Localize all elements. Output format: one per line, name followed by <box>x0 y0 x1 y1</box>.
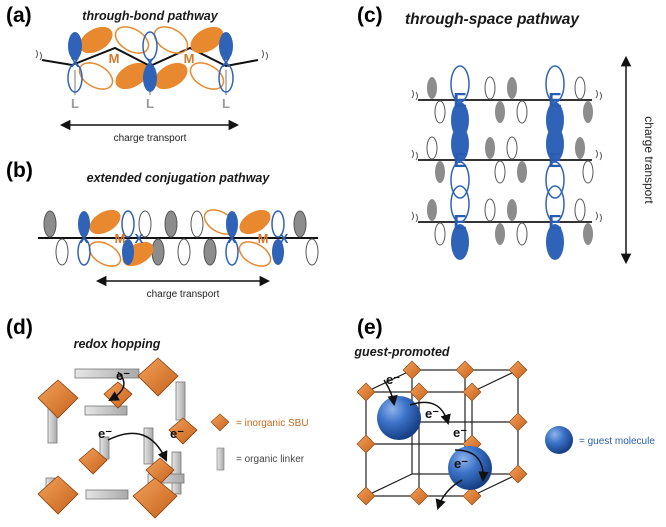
panel-c-atom-e2: E <box>548 90 561 112</box>
panel-e-legend-guest-swatch <box>545 426 573 454</box>
panel-e-electron-3: e⁻ <box>453 425 467 440</box>
panel-a-atom-x2: X <box>146 55 155 70</box>
panel-e-hop-arrow-3 <box>454 449 489 483</box>
panel-b-bridge-orbitals <box>77 210 285 266</box>
panel-c-atom-e1: E <box>453 90 466 112</box>
panel-a-atom-m1: M <box>109 51 120 66</box>
panel-c-stack: E E E E <box>411 65 602 260</box>
panel-b-atom-x4: X <box>280 231 289 246</box>
panel-c-atom-e3: E <box>453 150 466 172</box>
panel-b-transport-label: charge transport <box>147 289 220 300</box>
panel-a-atom-l1: L <box>71 96 79 111</box>
panel-e-hop-arrow-1 <box>383 379 398 407</box>
panel-a: (a) through-bond pathway <box>6 4 268 144</box>
panel-b: (b) extended conjugation pathway <box>6 159 319 300</box>
panel-b-atom-x1: X <box>80 231 89 246</box>
panel-c-title: through-space pathway <box>405 11 580 28</box>
panel-e-letter: (e) <box>357 316 383 339</box>
panel-c-layer-2: E E <box>418 126 594 199</box>
panel-d-legend: = inorganic SBU = organic linker <box>210 413 309 471</box>
panel-d-electron-1: e⁻ <box>116 368 130 383</box>
panel-e-title: guest-promoted <box>353 345 450 359</box>
panel-c: (c) through-space pathway E E <box>357 4 656 265</box>
panel-a-atom-x1: X <box>71 55 80 70</box>
panel-d-hop-arrow-1 <box>108 371 125 402</box>
panel-a-atom-l3: L <box>222 96 230 111</box>
panel-b-letter: (b) <box>6 159 33 182</box>
panel-e-guest-1 <box>377 396 421 440</box>
panel-e-sbus <box>356 360 528 506</box>
panel-d-title: redox hopping <box>74 337 161 351</box>
panel-e-electron-2: e⁻ <box>425 406 439 421</box>
panel-b-atom-x3: X <box>228 231 237 246</box>
panel-e-electron-4: e⁻ <box>454 456 468 471</box>
panel-b-atom-x2: X <box>135 231 144 246</box>
panel-d-letter: (d) <box>6 316 33 339</box>
panel-e: (e) guest-promoted <box>353 316 655 510</box>
panel-c-layer-1: E E <box>418 65 593 138</box>
panel-a-letter: (a) <box>6 4 32 27</box>
panel-e-legend: = guest molecule <box>545 426 655 454</box>
panel-b-atom-m2: M <box>258 231 269 246</box>
panel-d-legend-sbu-label: = inorganic SBU <box>236 418 309 429</box>
panel-a-atom-x3: X <box>222 55 231 70</box>
panel-d: (d) redox hopping <box>6 316 309 519</box>
panel-d-legend-sbu-swatch <box>210 413 230 432</box>
panel-c-letter: (c) <box>357 4 383 27</box>
panel-e-legend-guest-label: = guest molecule <box>579 436 655 447</box>
panel-c-atom-e6: E <box>548 212 561 234</box>
panel-c-atom-e4: E <box>548 150 561 172</box>
panel-e-hop-arrow-4 <box>435 479 463 510</box>
panel-c-atom-e5: E <box>453 212 466 234</box>
panel-e-electron-1: e⁻ <box>386 372 400 387</box>
panel-d-legend-linker-swatch <box>216 447 225 471</box>
panel-b-chain: X M X X M X <box>38 209 319 267</box>
panel-a-metal-2 <box>153 26 225 90</box>
panel-c-transport-label: charge transport <box>642 116 656 204</box>
panel-e-hop-arrow-2 <box>409 401 451 426</box>
panel-b-linker-orbitals <box>43 210 319 266</box>
panel-c-layer-3: E E <box>418 185 593 260</box>
panel-e-lattice: e⁻ e⁻ e⁻ e⁻ <box>356 360 528 510</box>
panel-d-electron-2: e⁻ <box>98 426 112 441</box>
panel-a-atom-l2: L <box>146 96 154 111</box>
panel-a-bridge-orbitals <box>67 31 234 93</box>
panel-d-hop-arrow-2 <box>107 432 168 462</box>
panel-d-legend-linker-label: = organic linker <box>236 454 305 465</box>
panel-b-title: extended conjugation pathway <box>87 171 271 185</box>
panel-a-chain: X X X M M L L L <box>35 26 268 111</box>
panel-a-atom-m2: M <box>184 51 195 66</box>
panel-b-atom-m1: M <box>115 231 126 246</box>
panel-a-title: through-bond pathway <box>82 9 218 23</box>
panel-d-framework: e⁻ e⁻ e⁻ <box>37 357 198 519</box>
panel-d-electron-3: e⁻ <box>170 426 184 441</box>
panel-a-metal-1 <box>78 26 150 90</box>
panel-a-transport-label: charge transport <box>114 133 187 144</box>
